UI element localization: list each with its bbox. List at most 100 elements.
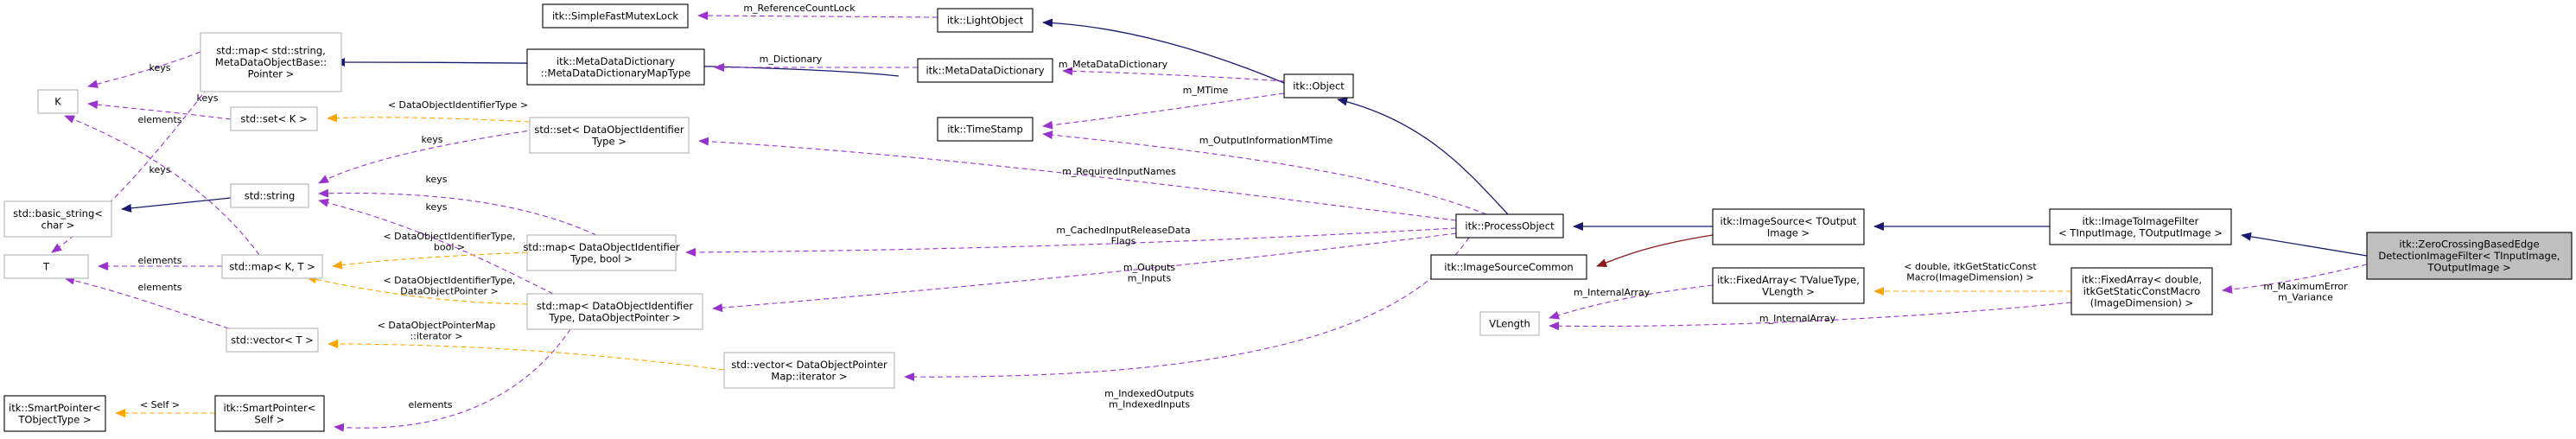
node-smartptr-self[interactable]: itk::SmartPointer<Self > <box>214 395 325 432</box>
edge-label: keys <box>149 164 171 175</box>
node-timestamp[interactable]: itk::TimeStamp <box>937 117 1034 142</box>
edge-inh <box>1337 97 1509 215</box>
edge-line <box>87 100 232 120</box>
node-box <box>937 8 1034 33</box>
edge-doid-ptr: < DataObjectIdentifierType,DataObjectPoi… <box>306 275 528 305</box>
node-stdmap-KT[interactable]: std::map< K, T > <box>221 254 323 279</box>
node-box <box>1455 213 1564 239</box>
edge-m-dictionary: m_Dictionary <box>714 54 918 72</box>
node-smartptr-obj[interactable]: itk::SmartPointer<TObjectType > <box>3 395 106 432</box>
node-stdvector-iter[interactable]: std::vector< DataObjectPointerMap::itera… <box>723 352 895 389</box>
node-zc[interactable]: itk::ZeroCrossingBasedEdgeDetectionImage… <box>2366 232 2573 280</box>
edge-label: elements <box>137 282 181 293</box>
node-label: std::set< K > <box>240 113 307 125</box>
node-K[interactable]: K <box>37 89 79 114</box>
edge-doptrmap-iter: < DataObjectPointerMap::iterator > <box>328 320 725 371</box>
edge-doid-bool: < DataObjectIdentifierType,bool > <box>332 231 528 270</box>
node-label: itk::MetaDataDictionary <box>557 55 675 67</box>
edge-elements-d: elements <box>334 328 571 432</box>
node-stdmap-doid-ptr[interactable]: std::map< DataObjectIdentifierType, Data… <box>526 293 703 330</box>
edge-elements-a: elements <box>51 87 208 253</box>
edge-label: ::iterator > <box>410 331 462 342</box>
node-stdmap-doid-bool[interactable]: std::map< DataObjectIdentifierType, bool… <box>523 234 680 271</box>
node-stdmap-mdobj[interactable]: std::map< std::string,MetaDataObjectBase… <box>200 32 342 92</box>
node-box <box>230 183 309 208</box>
edge-keys-f: keys <box>318 198 554 295</box>
node-box <box>37 89 79 114</box>
edge-elements-c: elements <box>64 276 230 329</box>
edge-line <box>904 237 1470 382</box>
node-basic-string[interactable]: std::basic_string<char > <box>3 200 112 238</box>
node-box <box>526 48 705 86</box>
node-box <box>529 117 690 154</box>
node-label: T <box>42 261 50 273</box>
edge-self: < Self > <box>115 399 215 417</box>
node-label: itk::Object <box>1293 80 1345 92</box>
edge-label: Macro(ImageDimension) > <box>1906 272 2034 283</box>
node-label: TOutputImage > <box>2427 262 2510 274</box>
node-label: DetectionImageFilter< TInputImage, <box>2378 250 2560 262</box>
node-label: MetaDataObjectBase:: <box>215 56 327 68</box>
node-mddictionary[interactable]: itk::MetaDataDictionary <box>917 58 1053 83</box>
node-mdmaptype[interactable]: itk::MetaDataDictionary::MetaDataDiction… <box>526 48 705 86</box>
edge-label: keys <box>149 62 171 73</box>
node-stdvector-T[interactable]: std::vector< T > <box>226 328 319 353</box>
edge-line <box>318 188 597 236</box>
node-label: TObjectType > <box>17 413 91 425</box>
node-label: ::MetaDataDictionaryMapType <box>541 67 690 79</box>
edge-m-referencecountlock: m_ReferenceCountLock <box>697 3 938 21</box>
edge-label: < DataObjectIdentifierType > <box>388 99 528 111</box>
edge-label: m_MetaDataDictionary <box>1059 59 1168 70</box>
edge-m-metadatadictionary: m_MetaDataDictionary <box>1059 59 1285 82</box>
node-box <box>221 254 323 279</box>
node-label: itk::ImageToImageFilter <box>2083 215 2199 227</box>
edge-priv <box>1596 234 1714 267</box>
node-label: Image > <box>1767 226 1810 239</box>
node-box <box>1712 267 1865 304</box>
node-box <box>200 32 342 92</box>
node-box <box>2366 232 2573 280</box>
node-label: VLength <box>1489 318 1530 330</box>
node-imagesource[interactable]: itk::ImageSource< TOutputImage > <box>1712 208 1865 245</box>
node-stdstring[interactable]: std::string <box>230 183 309 208</box>
edge-line <box>712 232 1457 313</box>
edge-m-internalarray-2: m_InternalArray <box>1549 302 2072 331</box>
edge-line <box>1042 18 1285 84</box>
node-lightobject[interactable]: itk::LightObject <box>937 8 1034 33</box>
node-fixedarray-tv[interactable]: itk::FixedArray< TValueType,VLength > <box>1712 267 1865 304</box>
node-imagesourcecommon[interactable]: itk::ImageSourceCommon <box>1430 254 1587 280</box>
edge-line <box>1042 130 1487 215</box>
edge-elements-b: elements <box>98 255 223 270</box>
edge-keys-a: keys <box>87 51 201 89</box>
node-label: itk::TimeStamp <box>947 124 1023 136</box>
node-stdset-K[interactable]: std::set< K > <box>230 106 318 131</box>
node-object[interactable]: itk::Object <box>1283 73 1354 99</box>
edge-keys-e: keys <box>318 174 597 236</box>
node-label: itk::MetaDataDictionary <box>925 65 1044 77</box>
edge-label: elements <box>137 255 181 266</box>
node-label: K <box>54 96 61 108</box>
edge-line <box>1549 284 1714 320</box>
node-box <box>723 352 895 389</box>
node-box <box>526 293 703 330</box>
edge-line <box>306 275 528 305</box>
node-T[interactable]: T <box>3 254 89 279</box>
node-box <box>917 58 1053 83</box>
edge-label: keys <box>426 174 448 185</box>
edge-inh <box>2241 232 2368 257</box>
edge-label: keys <box>422 134 443 145</box>
node-box <box>1283 73 1354 99</box>
node-stdset-doid[interactable]: std::set< DataObjectIdentifierType > <box>529 117 690 154</box>
node-fixedarray-dbl[interactable]: itk::FixedArray< double,itkGetStaticCons… <box>2070 267 2213 315</box>
node-mutexlock[interactable]: itk::SimpleFastMutexLock <box>542 3 689 29</box>
node-i2i[interactable]: itk::ImageToImageFilter< TInputImage, TO… <box>2049 208 2232 245</box>
node-label: < TInputImage, TOutputImage > <box>2058 226 2223 239</box>
node-box <box>3 395 106 432</box>
node-label: Map::iterator > <box>771 370 847 382</box>
node-vlength[interactable]: VLength <box>1479 311 1540 336</box>
edge-label: m_Inputs <box>1128 273 1172 284</box>
node-label: itk::SimpleFastMutexLock <box>552 10 678 22</box>
node-processobject[interactable]: itk::ProcessObject <box>1455 213 1564 239</box>
